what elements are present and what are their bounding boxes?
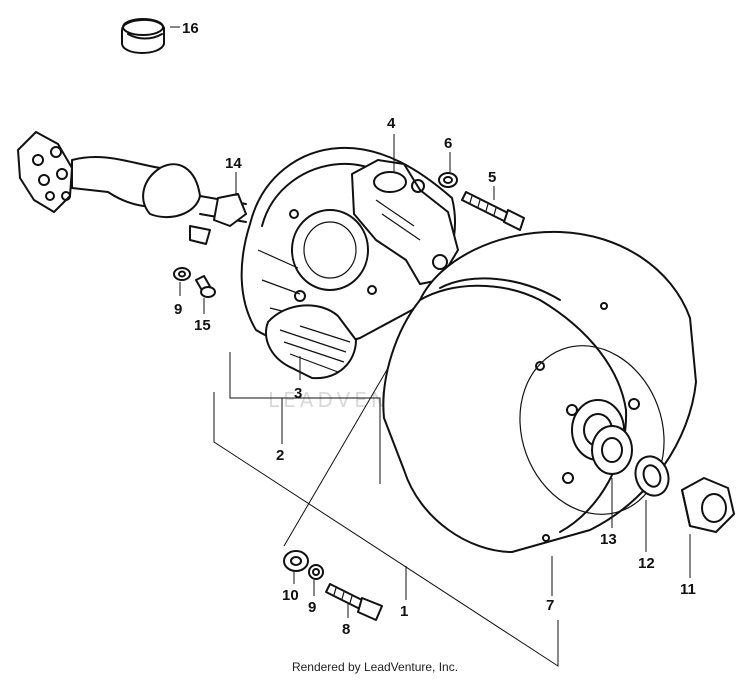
part-12-lock-washer[interactable] bbox=[630, 452, 674, 501]
callout-8: 8 bbox=[342, 621, 350, 638]
callout-13: 13 bbox=[600, 531, 617, 548]
part-9-washer-lower[interactable] bbox=[308, 564, 324, 580]
callout-16: 16 bbox=[182, 20, 199, 37]
callout-9-upper: 9 bbox=[174, 301, 182, 318]
callout-15: 15 bbox=[194, 317, 211, 334]
footer-credit: Rendered by LeadVenture, Inc. bbox=[291, 660, 459, 674]
callout-14: 14 bbox=[225, 155, 242, 172]
part-9-washer-upper[interactable] bbox=[173, 267, 191, 281]
callout-2: 2 bbox=[276, 447, 284, 464]
callout-3: 3 bbox=[294, 385, 302, 402]
callout-7: 7 bbox=[546, 597, 554, 614]
part-11-nut[interactable] bbox=[681, 477, 735, 533]
callout-1: 1 bbox=[400, 603, 408, 620]
part-15-screw[interactable] bbox=[195, 275, 216, 298]
wire-harness-connector[interactable] bbox=[17, 131, 247, 223]
part-10-washer[interactable] bbox=[283, 550, 309, 572]
part-3-lighting-coil[interactable] bbox=[265, 304, 357, 380]
leader-lines bbox=[170, 26, 691, 667]
callout-11: 11 bbox=[680, 581, 696, 598]
part-6-washer[interactable] bbox=[438, 172, 458, 188]
callout-9-lower: 9 bbox=[308, 599, 316, 616]
part-16-grommet[interactable] bbox=[121, 18, 165, 54]
callout-6: 6 bbox=[444, 135, 452, 152]
part-8-screw[interactable] bbox=[325, 583, 383, 621]
part-14-clamp[interactable] bbox=[189, 193, 247, 245]
part-5-screw[interactable] bbox=[461, 191, 525, 231]
part-13-washer[interactable] bbox=[591, 425, 633, 475]
callout-5: 5 bbox=[488, 169, 496, 186]
callout-10: 10 bbox=[282, 587, 299, 604]
callout-4: 4 bbox=[387, 115, 396, 132]
callout-12: 12 bbox=[638, 555, 655, 572]
part-4-pickup-coil[interactable] bbox=[351, 159, 459, 285]
